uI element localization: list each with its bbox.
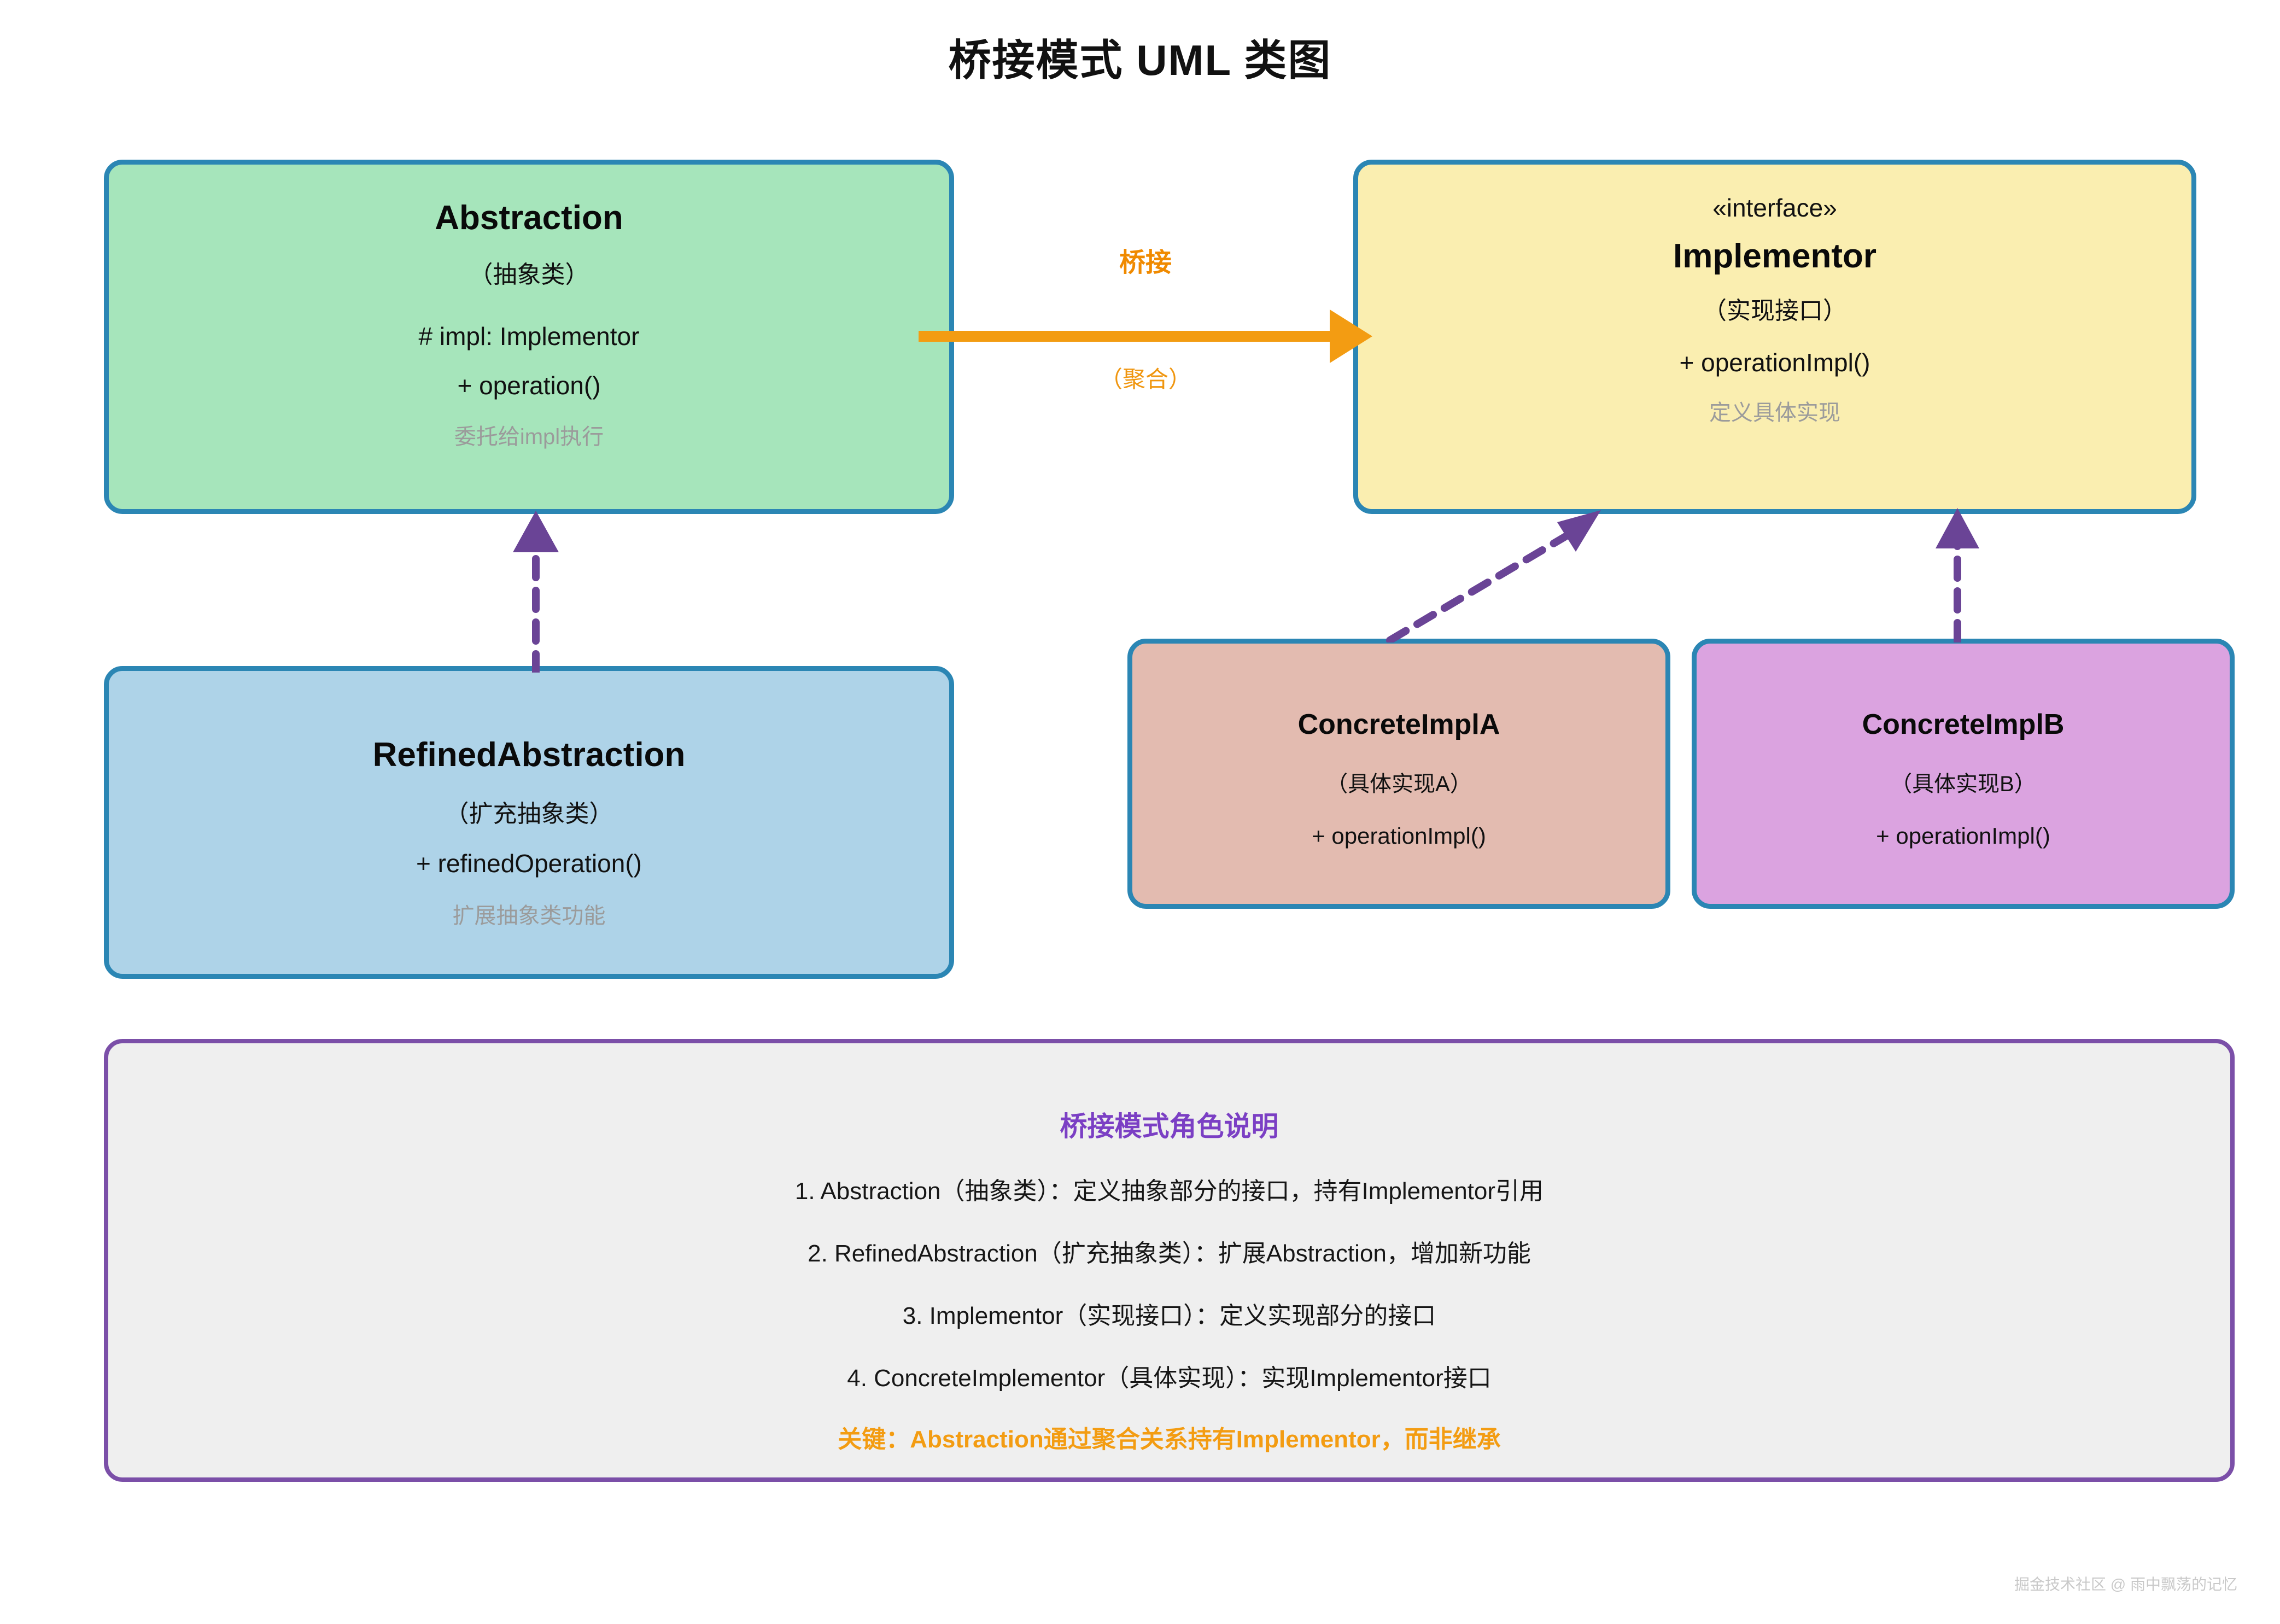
class-note-refined-abstraction: 扩展抽象类功能 [452,904,606,928]
realization-arrow-impl-a-to-implementor-icon [1386,510,1601,642]
inheritance-arrow-refined-to-abstraction-icon [513,511,559,673]
class-title-implementor: Implementor [1673,237,1877,275]
class-box-concrete-impl-b[interactable]: ConcreteImplB （具体实现B） + operationImpl() [1692,639,2235,909]
legend-item: 3. Implementor（实现接口）：定义实现部分的接口 [902,1302,1436,1329]
class-method-concrete-impl-b: + operationImpl() [1876,823,2050,849]
class-box-abstraction[interactable]: Abstraction （抽象类） # impl: Implementor + … [104,160,954,514]
class-note-abstraction: 委托给impl执行 [454,425,604,449]
class-box-concrete-impl-a[interactable]: ConcreteImplA （具体实现A） + operationImpl() [1127,639,1670,909]
class-field-impl: # impl: Implementor [418,322,640,350]
class-method-concrete-impl-a: + operationImpl() [1312,823,1486,849]
class-title-abstraction: Abstraction [435,199,623,237]
class-subtitle-implementor: （实现接口） [1703,297,1847,324]
relation-sublabel-aggregation: （聚合） [1099,366,1191,392]
class-stereotype-interface: «interface» [1712,194,1837,222]
class-method-operation: + operation() [457,371,601,400]
legend-item: 1. Abstraction（抽象类）：定义抽象部分的接口，持有Implemen… [794,1178,1544,1205]
legend-panel: 桥接模式角色说明 1. Abstraction（抽象类）：定义抽象部分的接口，持… [104,1039,2235,1482]
realization-arrow-impl-b-to-implementor-icon [1936,508,1979,642]
legend-item: 4. ConcreteImplementor（具体实现）：实现Implement… [847,1365,1492,1392]
legend-title: 桥接模式角色说明 [1060,1111,1279,1142]
class-box-implementor[interactable]: «interface» Implementor （实现接口） + operati… [1353,160,2196,514]
class-subtitle-refined-abstraction: （扩充抽象类） [445,801,613,827]
class-method-operationimpl: + operationImpl() [1679,348,1870,377]
watermark: 掘金技术社区 @ 雨中飘荡的记忆 [2014,1576,2237,1593]
class-method-refinedoperation: + refinedOperation() [416,849,642,878]
class-subtitle-concrete-impl-a: （具体实现A） [1326,772,1472,796]
class-subtitle-concrete-impl-b: （具体实现B） [1890,772,2036,796]
class-subtitle-abstraction: （抽象类） [469,261,589,288]
class-title-concrete-impl-a: ConcreteImplA [1297,709,1500,740]
class-box-refined-abstraction[interactable]: RefinedAbstraction （扩充抽象类） + refinedOper… [104,666,954,979]
class-title-concrete-impl-b: ConcreteImplB [1862,709,2065,740]
relation-label-bridge: 桥接 [1119,248,1172,277]
legend-key-note: 关键：Abstraction通过聚合关系持有Implementor，而非继承 [838,1426,1501,1453]
class-title-refined-abstraction: RefinedAbstraction [372,736,686,774]
class-note-implementor: 定义具体实现 [1709,401,1840,425]
legend-item: 2. RefinedAbstraction（扩充抽象类）：扩展Abstracti… [808,1240,1531,1267]
page-title: 桥接模式 UML 类图 [948,36,1332,84]
